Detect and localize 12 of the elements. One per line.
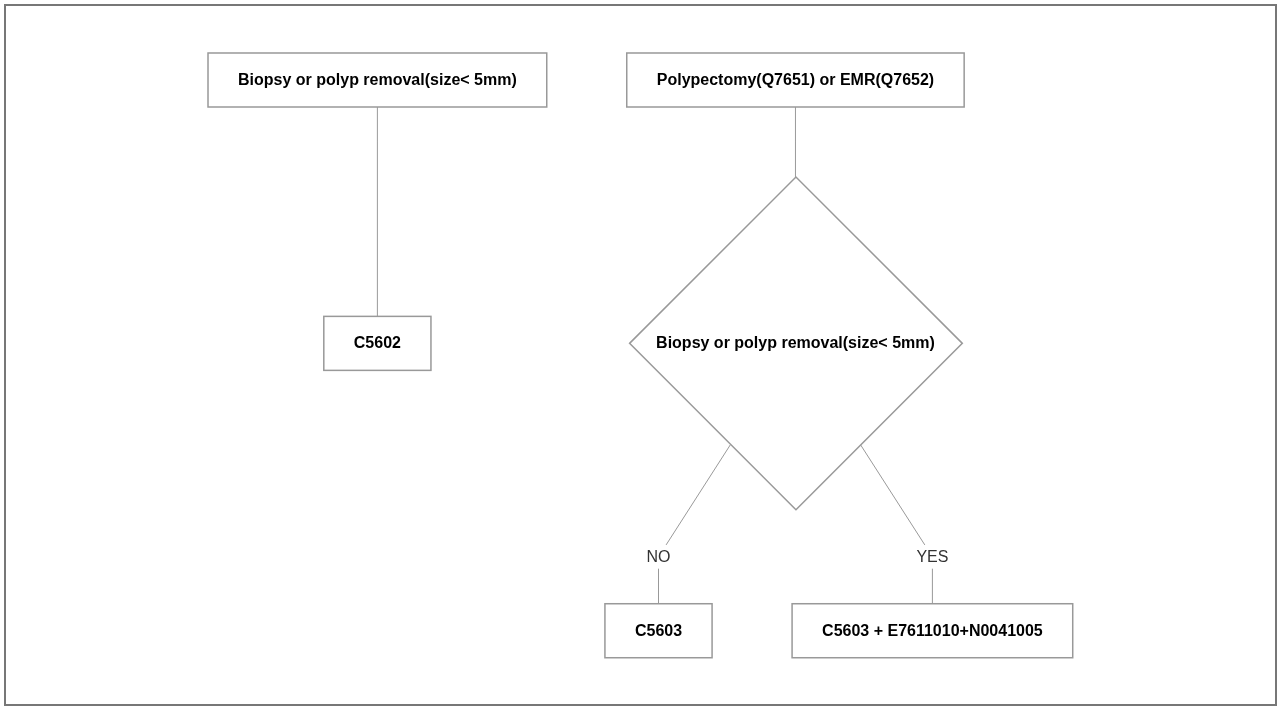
edge-label: NO <box>646 547 671 565</box>
node-box <box>323 315 432 371</box>
node-box <box>626 51 966 108</box>
diagram-frame: NO YES Biopsy or polyp removal(size< 5mm) C5602 Polypectomy(Q7651) or EMR(Q7652) Biopsy or polyp removal(size< 5mm) C5603 C5603 + E7611010+N0041005 <box>4 4 1277 706</box>
edge-label: YES <box>916 547 949 565</box>
node-box <box>207 51 548 108</box>
connector <box>658 443 732 604</box>
connector <box>795 106 797 178</box>
connector <box>377 106 378 317</box>
node-box <box>604 602 713 659</box>
node-box <box>791 602 1074 659</box>
node-diamond <box>628 175 964 511</box>
